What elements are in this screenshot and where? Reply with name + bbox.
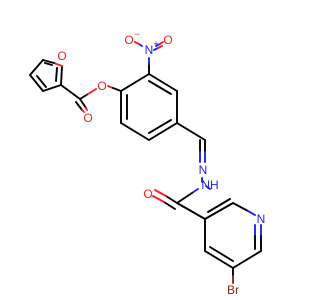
molecule-structure: O O O N + O − O N NH O N Br — [29, 29, 265, 297]
benzene-ring — [120, 73, 178, 141]
ester-group — [60, 84, 122, 113]
nh-label: NH — [201, 178, 218, 192]
ester-oxygen-label: O — [97, 79, 106, 93]
nitro-nitrogen-label: N — [145, 43, 154, 57]
hydrazone-linker — [176, 122, 211, 190]
furan-oxygen-label: O — [57, 49, 66, 63]
nitro-oxygen-minus-label: O — [124, 33, 133, 47]
pyridine-ring — [204, 198, 262, 269]
nitro-oxygen-label: O — [163, 33, 172, 47]
pyridine-nitrogen-label: N — [257, 212, 266, 226]
bromine-label: Br — [227, 283, 239, 297]
furan-ring — [29, 59, 63, 92]
nitro-minus-charge: − — [134, 29, 139, 39]
nitro-group — [134, 41, 164, 75]
amide-oxygen-label: O — [143, 187, 152, 201]
ester-carbonyl-oxygen-label: O — [83, 111, 92, 125]
hydrazone-nitrogen-label: N — [199, 163, 208, 177]
amide-group — [152, 188, 206, 220]
nitro-plus-charge: + — [153, 39, 158, 49]
atom-labels: O O O N + O − O N NH O N Br — [57, 29, 265, 297]
